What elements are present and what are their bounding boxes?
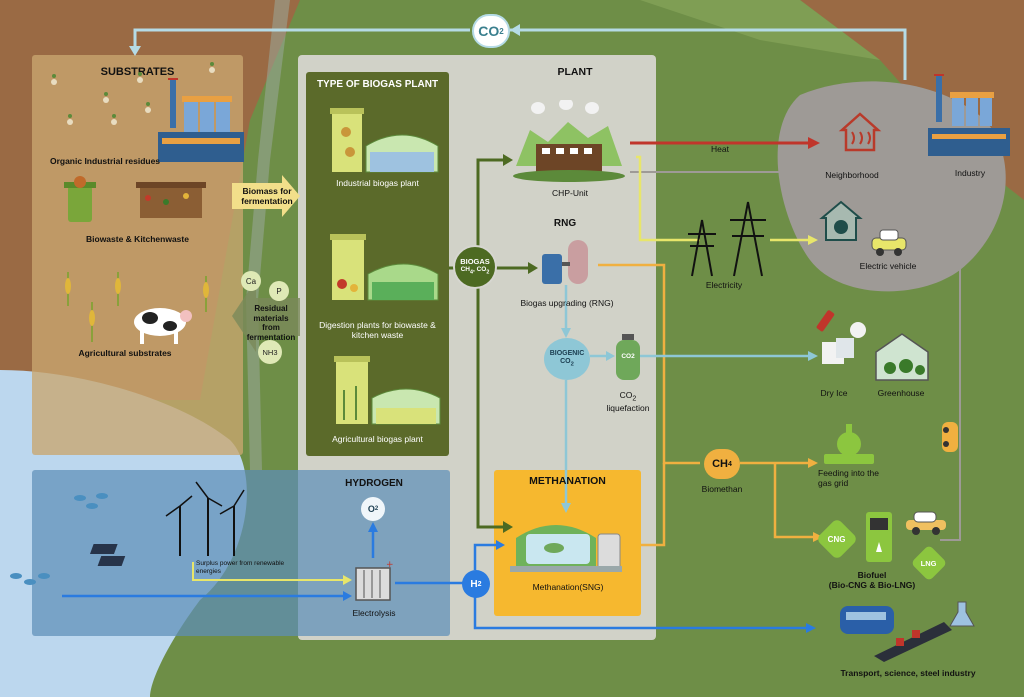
house-heat-icon (838, 112, 882, 152)
ch-text: CH (460, 266, 470, 273)
gas-grid-label: Feeding into the gas grid (818, 468, 879, 489)
lng-text: LNG (921, 558, 937, 568)
dry-ice-label: Dry Ice (820, 388, 848, 398)
sugar-beet-icons (51, 62, 215, 125)
electric-vehicle-label: Electric vehicle (859, 261, 917, 271)
substrates-title: SUBSTRATES (100, 66, 175, 78)
co2-liq-text: liquefaction (606, 403, 650, 414)
plant-title: PLANT (557, 66, 593, 78)
smart-home-icon (819, 200, 863, 241)
electric-vehicle-icon (871, 229, 907, 256)
fuel-pump-icon (866, 512, 892, 562)
transport-icon (840, 601, 975, 662)
agricultural-icon (65, 272, 209, 344)
factory-icon (158, 78, 244, 162)
co2-text: CO (478, 23, 500, 39)
biofuel-subtitle: (Bio-CNG & Bio-LNG) (828, 580, 916, 591)
nh3-badge: NH3 (258, 340, 282, 364)
industrial-plant-label: Industrial biogas plant (336, 178, 419, 188)
chp-unit-label: CHP-Unit (552, 188, 588, 198)
chp-unit-icon (513, 100, 625, 182)
agricultural-plant-label: Agricultural biogas plant (332, 434, 423, 444)
gas-grid-icon (824, 424, 874, 464)
digestion-plant-label: Digestion plants for biowaste & kitchen … (319, 320, 436, 341)
biogas-plant-type-title: TYPE OF BIOGAS PLANT (316, 79, 439, 90)
ch4-text: CH (712, 458, 728, 470)
biomass-arrow-label: Biomass for fermentation (241, 186, 293, 207)
greenhouse-icon (875, 333, 929, 381)
residual-materials-label: Residual materials from fermentation (246, 304, 296, 342)
biogenic-co2-node: BIOGENIC CO2 (544, 338, 590, 380)
agricultural-plant-icon (334, 356, 441, 425)
hydrogen-title: HYDROGEN (345, 478, 403, 489)
industrial-plant-icon (330, 108, 439, 173)
electricity-label: Electricity (705, 280, 743, 290)
biomethan-label: Biomethan (701, 484, 743, 494)
transport-label: Transport, science, steel industry (840, 668, 976, 678)
co2-liquefaction-label: CO2 liquefaction (606, 390, 650, 414)
methanation-label: Methanation(SNG) (532, 582, 604, 592)
biowaste-label: Biowaste & Kitchenwaste (86, 234, 189, 244)
biogas-node-formula: CH4, CO2 (460, 266, 490, 276)
biogenic-formula: CO2 (560, 357, 574, 368)
co2-subscript: 2 (499, 26, 504, 36)
industry-icon (928, 74, 1010, 156)
calcium-badge: Ca (241, 271, 261, 291)
greenhouse-label: Greenhouse (877, 388, 925, 398)
biofuel-title: Biofuel (857, 570, 887, 580)
fish-and-solar-icons (74, 493, 126, 566)
co-text: , CO (473, 266, 487, 273)
neighborhood-label: Neighborhood (825, 170, 879, 180)
co2-liq-co: CO (619, 390, 633, 400)
organic-residues-label: Organic Industrial residues (49, 156, 161, 166)
surplus-power-label: Surplus power from renewable energies (196, 560, 285, 575)
o2-text: O (367, 504, 375, 514)
electrolysis-label: Electrolysis (352, 608, 396, 618)
power-pylon-icon (688, 201, 766, 277)
biogenic-co-text: CO (560, 357, 571, 365)
h2-text: H (470, 578, 478, 590)
dry-ice-icon (816, 310, 866, 364)
phosphorus-badge: P (269, 281, 289, 301)
methanation-icon (510, 525, 622, 572)
fish-icon (10, 573, 50, 585)
biogas-node-title: BIOGAS (460, 256, 490, 266)
heat-label: Heat (711, 144, 729, 154)
agricultural-substrates-label: Agricultural substrates (78, 348, 172, 358)
car-icon (942, 422, 958, 452)
industry-label: Industry (954, 168, 986, 178)
digestion-plant-icon (330, 234, 439, 301)
electrolysis-icon: + (355, 560, 394, 601)
biomass-arrow (232, 175, 300, 217)
co2-tank-label: CO2 (621, 353, 635, 360)
co2-tank-icon (616, 334, 640, 380)
biogas-upgrading-label: Biogas upgrading (RNG) (520, 298, 614, 308)
biogenic-title: BIOGENIC (549, 350, 585, 358)
rng-title: RNG (553, 218, 577, 229)
wind-turbine-icon (165, 481, 245, 556)
biogas-upgrading-icon (542, 240, 588, 284)
cng-text: CNG (828, 534, 846, 544)
biofuel-car-icon (906, 511, 946, 535)
biowaste-icon (64, 176, 206, 222)
methanation-title: METHANATION (529, 475, 606, 487)
svg-text:+: + (386, 560, 394, 570)
biogas-node: BIOGAS CH4, CO2 (453, 245, 497, 289)
biofuel-label: Biofuel(Bio-CNG & Bio-LNG) (822, 570, 922, 590)
